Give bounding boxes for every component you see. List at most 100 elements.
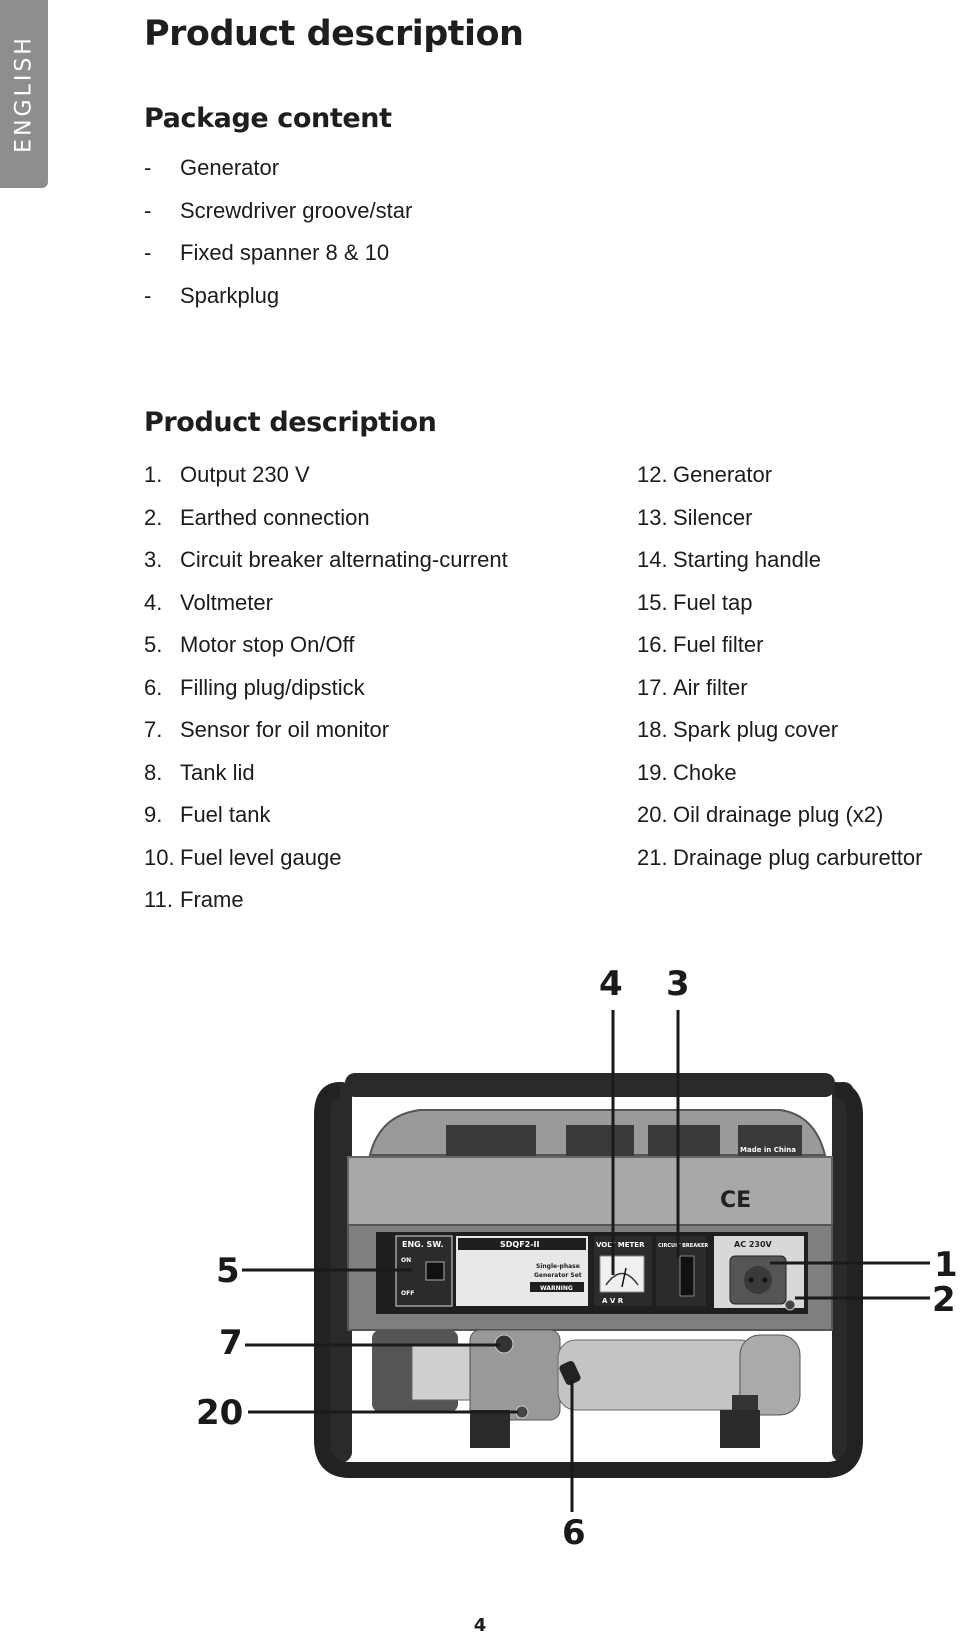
item-text: Fuel tap <box>673 589 753 615</box>
item-text: Motor stop On/Off <box>180 632 355 657</box>
list-item: 1. Output 230 V <box>144 460 508 503</box>
list-item: 2. Earthed connection <box>144 503 508 546</box>
item-number: 3. <box>144 547 163 572</box>
ce-mark: CE <box>720 1188 751 1213</box>
item-text: Circuit breaker alternating-current <box>180 547 508 572</box>
fuel-tank <box>368 1109 827 1157</box>
item-number: 1. <box>144 462 163 487</box>
item-number: 21. <box>637 844 668 870</box>
item-number: 20. <box>637 802 668 827</box>
callout-5: 5 <box>216 1251 240 1291</box>
list-item: 16.Fuel filter <box>637 630 922 673</box>
item-number: 13. <box>637 504 668 530</box>
item-number: 9. <box>144 802 163 827</box>
item-number: 17. <box>637 674 668 700</box>
item-text: Generator <box>180 155 280 180</box>
item-text: Spark plug cover <box>673 717 839 742</box>
bullet: - <box>144 240 152 265</box>
page-number: 4 <box>473 1615 487 1636</box>
bullet: - <box>144 155 152 180</box>
item-text: Sparkplug <box>180 282 280 308</box>
model-label: SDQF2-II <box>500 1240 540 1249</box>
list-item: 6. Filling plug/dipstick <box>144 673 508 716</box>
package-content-heading: Package content <box>144 103 392 134</box>
language-tab-label: ENGLISH <box>11 35 37 153</box>
list-item: 21.Drainage plug carburettor <box>637 843 922 886</box>
item-text: Screwdriver groove/star <box>180 197 413 223</box>
item-text: Fuel tank <box>180 802 271 827</box>
parts-list-right: 12.Generator 13.Silencer 14.Starting han… <box>637 460 922 885</box>
filling-plug <box>559 1360 581 1386</box>
item-number: 2. <box>144 504 163 530</box>
switch-off-label: OFF <box>401 1290 414 1297</box>
item-text: Air filter <box>673 674 748 700</box>
ac-230v-label: AC 230V <box>734 1240 773 1249</box>
item-text: Generator <box>673 462 773 487</box>
item-number: 4. <box>144 589 163 615</box>
warning-label: WARNING <box>540 1285 573 1292</box>
callout-1: 1 <box>934 1245 958 1285</box>
list-item: 17.Air filter <box>637 673 922 716</box>
list-item: 20.Oil drainage plug (x2) <box>637 800 922 843</box>
callout-3: 3 <box>666 964 690 1004</box>
list-item: 13.Silencer <box>637 503 922 546</box>
list-item: 15.Fuel tap <box>637 588 922 631</box>
item-text: Sensor for oil monitor <box>180 717 390 742</box>
generator-set-label: Generator Set <box>534 1272 582 1279</box>
item-number: 10. <box>144 844 175 870</box>
item-text: Earthed connection <box>180 504 370 530</box>
generator-frame <box>314 1073 863 1478</box>
list-item: 4. Voltmeter <box>144 588 508 631</box>
item-text: Choke <box>673 759 737 785</box>
item-number: 7. <box>144 717 163 742</box>
callout-20: 20 <box>196 1393 243 1433</box>
item-text: Oil drainage plug (x2) <box>673 802 884 827</box>
switch-on-label: ON <box>401 1257 411 1264</box>
list-item: 9. Fuel tank <box>144 800 508 843</box>
list-item: - Generator <box>144 153 412 196</box>
item-text: Filling plug/dipstick <box>180 674 365 700</box>
item-text: Frame <box>180 887 244 912</box>
generator-figure: CE Made in China ENG. SW. ON OFF SDQF2-I… <box>196 964 958 1553</box>
circuit-breaker-switch <box>679 1255 695 1297</box>
list-item: 10.Fuel level gauge <box>144 843 508 886</box>
item-number: 11. <box>144 887 173 912</box>
engine-block <box>372 1329 801 1448</box>
tank-band <box>347 1156 833 1226</box>
avr-label: A V R <box>602 1297 624 1305</box>
list-item: -Sparkplug <box>144 281 412 324</box>
item-number: 16. <box>637 632 668 657</box>
language-tab: ENGLISH <box>0 0 48 188</box>
callout-6: 6 <box>562 1513 586 1553</box>
callout-4: 4 <box>599 964 623 1004</box>
made-in-label: Made in China <box>740 1146 796 1154</box>
item-text: Voltmeter <box>180 589 273 615</box>
circuit-breaker-label: CIRCUIT BREAKER <box>658 1243 708 1249</box>
single-phase-label: Single-phase <box>536 1263 580 1270</box>
item-text: Output 230 V <box>180 462 310 487</box>
bullet: - <box>144 197 152 223</box>
list-item: 11. Frame <box>144 885 508 928</box>
callout-lines <box>242 1010 930 1512</box>
volt-meter-label: VOLT METER <box>596 1241 645 1249</box>
item-number: 15. <box>637 589 668 615</box>
engine-switch <box>425 1261 445 1281</box>
item-text: Starting handle <box>673 547 821 572</box>
list-item: - Fixed spanner 8 & 10 <box>144 238 412 281</box>
item-number: 12. <box>637 462 668 487</box>
callout-2: 2 <box>932 1280 956 1320</box>
control-panel: ENG. SW. ON OFF SDQF2-II Single-phase Ge… <box>347 1224 833 1331</box>
item-number: 6. <box>144 674 163 700</box>
item-text: Fuel level gauge <box>180 844 342 870</box>
parts-list-left: 1. Output 230 V 2. Earthed connection 3. Ci… <box>144 460 508 928</box>
item-text: Tank lid <box>180 759 255 785</box>
list-item: 18.Spark plug cover <box>637 715 922 758</box>
item-number: 14. <box>637 547 668 572</box>
earth-terminal <box>784 1299 796 1311</box>
item-number: 8. <box>144 759 163 785</box>
item-number: 5. <box>144 632 163 657</box>
list-item: 8. Tank lid <box>144 758 508 801</box>
list-item: 19.Choke <box>637 758 922 801</box>
package-content-list: - Generator - Screwdriver groove/star - Fix… <box>144 153 412 323</box>
item-text: Fixed spanner 8 & 10 <box>180 240 390 265</box>
